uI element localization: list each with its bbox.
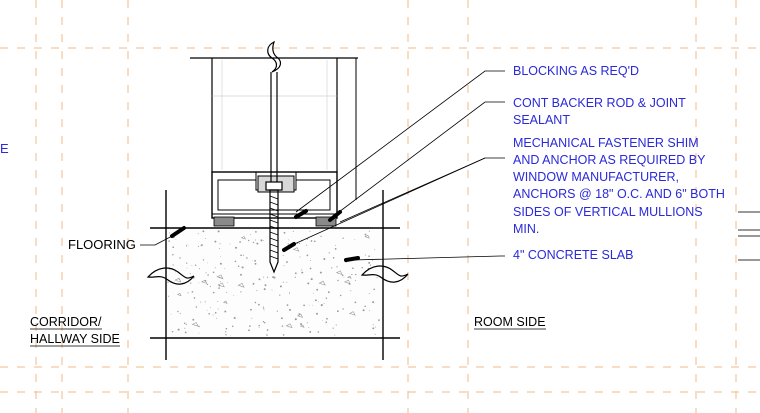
callout-blocking: BLOCKING AS REQ'D xyxy=(513,64,639,78)
label-corridor-line: CORRIDOR/ xyxy=(30,315,102,329)
edge-marks xyxy=(738,211,760,261)
label-room-side: ROOM SIDE xyxy=(474,315,546,330)
label-corridor-line: HALLWAY SIDE xyxy=(30,332,120,346)
window-frame xyxy=(190,57,358,227)
callout-fastener: MECHANICAL FASTENER SHIM AND ANCHOR AS R… xyxy=(513,136,725,236)
leader-lines xyxy=(140,70,505,261)
callout-fastener-line: SIDES OF VERTICAL MULLIONS xyxy=(513,205,703,219)
label-corridor-side: CORRIDOR/ HALLWAY SIDE xyxy=(30,315,120,347)
label-room-line: ROOM SIDE xyxy=(474,315,546,329)
callout-fastener-line: MECHANICAL FASTENER SHIM xyxy=(513,136,699,150)
callout-slab-line: 4" CONCRETE SLAB xyxy=(513,248,633,262)
mechanical-fastener xyxy=(265,40,283,274)
concrete-stipple xyxy=(167,230,380,337)
callout-fastener-line: ANCHORS @ 18" O.C. AND 6" BOTH xyxy=(513,187,725,201)
callout-fastener-line: AND ANCHOR AS REQUIRED BY xyxy=(513,153,706,167)
callout-backer-rod-line: CONT BACKER ROD & JOINT xyxy=(513,96,686,110)
callout-blocking-line: BLOCKING AS REQ'D xyxy=(513,64,639,78)
break-symbols xyxy=(146,265,409,285)
callout-fastener-line: MIN. xyxy=(513,222,539,236)
callout-backer-rod-line: SEALANT xyxy=(513,113,570,127)
callout-backer-rod: CONT BACKER ROD & JOINT SEALANT xyxy=(513,96,686,127)
callout-flooring: FLOORING xyxy=(68,237,136,252)
callout-slab: 4" CONCRETE SLAB xyxy=(513,248,633,262)
callout-fastener-line: WINDOW MANUFACTURER, xyxy=(513,170,679,184)
edge-letter: E xyxy=(0,141,9,156)
